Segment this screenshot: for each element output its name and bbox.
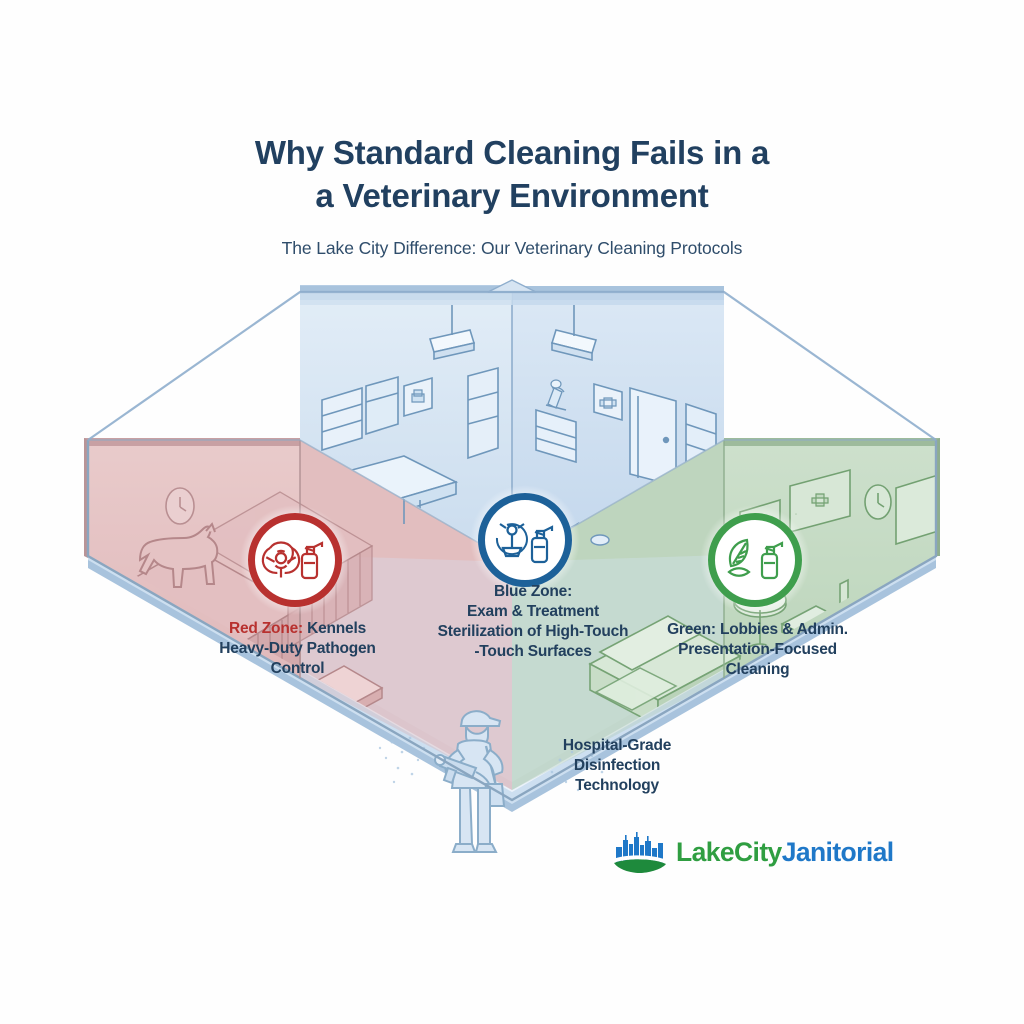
label-blue-line-4: -Touch Surfaces xyxy=(474,643,592,661)
page-subtitle: The Lake City Difference: Our Veterinary… xyxy=(281,237,743,258)
worker-with-electrostatic-sprayer-icon xyxy=(434,710,506,853)
back-wall-right xyxy=(512,292,724,560)
mop-icon xyxy=(495,523,528,558)
label-tech-callout: Hospital-Grade Disinfection Technology xyxy=(528,736,706,796)
spray-bottle-icon xyxy=(760,541,784,580)
green-wall-fixtures xyxy=(739,468,936,612)
back-wall-left xyxy=(300,285,512,560)
back-wall-left-fixtures xyxy=(319,305,499,530)
tech-line-3: Technology xyxy=(575,777,659,795)
dog-icon xyxy=(138,522,219,588)
framed-picture-green xyxy=(789,468,851,534)
logo-word-city: City xyxy=(734,836,782,867)
brand-logo[interactable]: LakeCityJanitorial xyxy=(613,831,894,873)
label-red-zone: Red Zone: Kennels Heavy-Duty Pathogen Co… xyxy=(190,619,405,679)
page-title: Why Standard Cleaning Fails in a a Veter… xyxy=(0,132,1024,218)
label-green-line-1: Green: Lobbies & Admin. xyxy=(667,621,848,638)
red-wall-fixtures xyxy=(165,487,404,566)
door-green xyxy=(739,498,781,612)
blue-zone-contents xyxy=(389,447,610,546)
microscope-icon xyxy=(535,379,577,464)
tech-line-1: Hospital-Grade xyxy=(562,737,672,754)
ceiling-light-left xyxy=(428,305,476,360)
door-back-right xyxy=(629,386,677,488)
label-blue-line-3: Sterilization of High-Touch xyxy=(437,623,629,641)
title-line-1: Why Standard Cleaning Fails in a xyxy=(254,134,770,171)
wall-poster-cross-right xyxy=(593,382,623,422)
badge-green-zone[interactable] xyxy=(700,505,810,615)
tall-cabinet xyxy=(467,366,499,460)
exam-table-center xyxy=(389,447,523,524)
wall-poster-cross-left xyxy=(403,376,433,418)
ceiling-light-right xyxy=(550,305,598,362)
label-green-line-3: Cleaning xyxy=(725,661,790,679)
label-green-zone: Green: Lobbies & Admin. Presentation-Foc… xyxy=(650,620,865,680)
badge-blue-zone[interactable] xyxy=(470,485,580,595)
city-skyline-icon xyxy=(613,832,667,873)
biohazard-icon xyxy=(261,541,301,578)
window-green xyxy=(895,470,936,546)
logo-wordmark: LakeCityJanitorial xyxy=(676,837,894,868)
spray-bottle-icon xyxy=(300,541,324,580)
title-line-2: a Veterinary Environment xyxy=(315,176,709,214)
exam-stand-red xyxy=(298,665,384,790)
wall-cabinet-left xyxy=(321,375,399,452)
exam-table-left xyxy=(319,455,459,530)
label-blue-line-2: Exam & Treatment xyxy=(466,603,600,621)
logo-word-lake: Lake xyxy=(676,836,735,867)
spray-bottle-icon xyxy=(530,525,554,564)
floor-bowl xyxy=(552,512,610,546)
wall-clock-red xyxy=(165,487,195,525)
leaf-icon xyxy=(727,538,751,577)
logo-word-janitorial: Janitorial xyxy=(781,836,894,867)
shelf-unit-right xyxy=(685,402,717,478)
label-red-line-2: Heavy-Duty Pathogen xyxy=(219,640,376,658)
window-red xyxy=(328,508,404,566)
label-red-rest: Kennels xyxy=(302,620,366,637)
label-red-line-3: Control xyxy=(270,660,325,678)
back-wall-right-fixtures xyxy=(535,305,717,488)
wall-clock-green xyxy=(795,484,892,520)
label-red-line-1: Red Zone: Kennels xyxy=(190,619,405,639)
tech-line-2: Disinfection xyxy=(573,757,661,775)
header: Why Standard Cleaning Fails in a a Veter… xyxy=(0,132,1024,259)
roof-edge xyxy=(300,279,724,560)
room-outline xyxy=(86,290,938,802)
label-red-accent: Red Zone: xyxy=(229,620,303,637)
badge-red-zone[interactable] xyxy=(240,505,350,615)
label-green-line-2: Presentation-Focused xyxy=(678,641,837,659)
label-blue-zone: Blue Zone: Exam & Treatment Sterilizatio… xyxy=(422,582,644,663)
label-blue-line-1: Blue Zone: xyxy=(493,583,573,600)
